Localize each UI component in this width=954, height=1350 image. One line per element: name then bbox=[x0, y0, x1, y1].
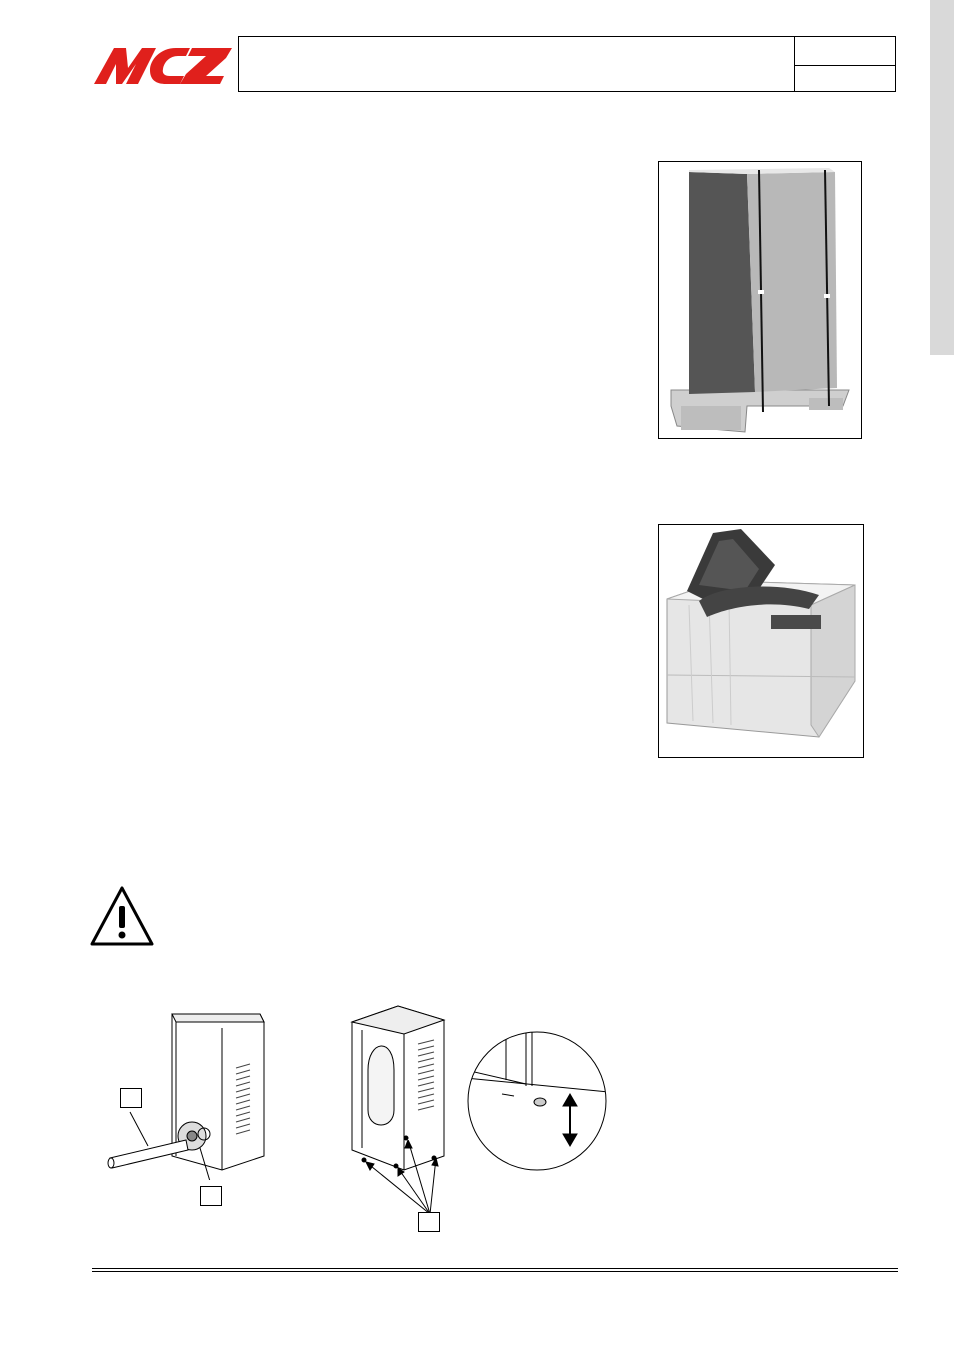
mcz-logo-icon bbox=[94, 48, 232, 84]
warning-triangle bbox=[90, 884, 154, 948]
footer-rule-bottom bbox=[92, 1271, 898, 1272]
footer-rule-top bbox=[92, 1268, 898, 1269]
header-page-box bbox=[794, 36, 896, 92]
feet-leader-arrows bbox=[365, 1140, 439, 1215]
label-box-feet bbox=[418, 1212, 440, 1232]
label-box-pipe bbox=[120, 1088, 142, 1108]
stove-rear-pipe-drawing bbox=[104, 1008, 274, 1189]
foam-packaging-photo bbox=[658, 524, 864, 758]
mcz-logo bbox=[92, 40, 234, 88]
adjustable-foot-detail bbox=[466, 1030, 608, 1172]
label-box-fan bbox=[200, 1186, 222, 1206]
warning-triangle-icon bbox=[90, 886, 154, 946]
header-title-box bbox=[238, 36, 896, 92]
stove-feet-icon bbox=[350, 1005, 446, 1171]
packaged-stove-icon bbox=[670, 168, 850, 433]
foam-packaging-icon bbox=[666, 529, 856, 738]
side-tab bbox=[930, 0, 954, 355]
foot-detail-icon bbox=[467, 1031, 607, 1171]
packaged-stove-photo bbox=[658, 161, 862, 439]
stove-feet-drawing bbox=[348, 1000, 458, 1176]
header-divider bbox=[795, 65, 896, 66]
stove-rear-icon bbox=[107, 1013, 265, 1189]
